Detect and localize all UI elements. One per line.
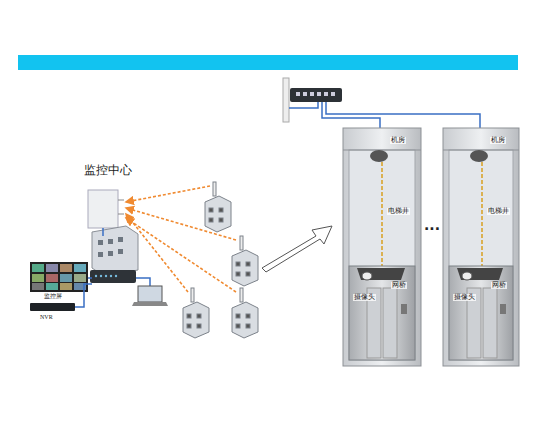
direction-arrow xyxy=(262,226,332,272)
elevator-shaft: 机房电梯井摄像头 网桥 xyxy=(343,128,421,366)
wireless-links xyxy=(126,186,236,292)
machine-room-label: 机房 xyxy=(390,137,406,144)
bridge-label: 网桥 xyxy=(491,282,507,289)
header-band xyxy=(18,55,518,70)
camera-label: 摄像头 xyxy=(353,294,376,301)
monitor-center xyxy=(30,190,168,311)
ellipsis-mark: ... xyxy=(424,218,440,233)
bridge-label: 网桥 xyxy=(391,282,407,289)
elevator-shaft: 机房电梯井摄像头 网桥 xyxy=(443,128,519,366)
remote-buildings xyxy=(183,182,258,338)
screen-label: 监控屏 xyxy=(44,293,62,300)
camera-label: 摄像头 xyxy=(453,294,476,301)
nvr-label: NVR xyxy=(40,314,53,321)
machine-room-label: 机房 xyxy=(490,137,506,144)
shaft-label: 电梯井 xyxy=(487,208,510,215)
elevator-shafts xyxy=(343,128,519,366)
center-title: 监控中心 xyxy=(84,164,132,177)
shaft-label: 电梯井 xyxy=(387,208,410,215)
